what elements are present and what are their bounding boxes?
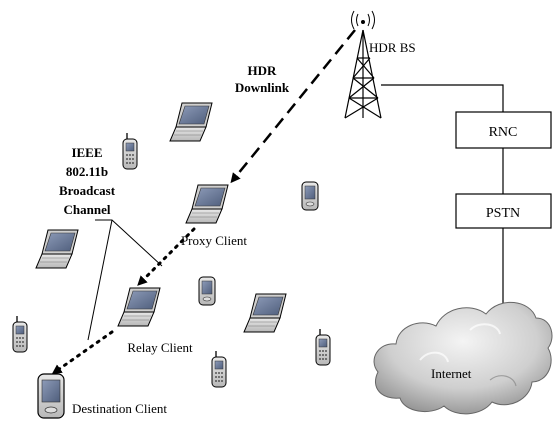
laptop-icon — [35, 229, 79, 269]
proxy-client-label: Proxy Client — [181, 233, 247, 248]
antenna-signal-icon — [351, 10, 375, 30]
backbone-links — [381, 84, 504, 305]
rnc-label: RNC — [489, 125, 518, 140]
proxy-client-laptop-icon — [185, 184, 229, 224]
hdr-bs-label: HDR BS — [369, 40, 416, 55]
ieee-label-line4: Channel — [64, 202, 111, 217]
internet-cloud-icon — [373, 301, 553, 415]
mobile-phone-icon — [12, 315, 28, 353]
hdr-downlink-label-line1: HDR — [248, 63, 278, 78]
rnc-box — [455, 111, 552, 149]
ieee-label-line3: Broadcast — [59, 183, 116, 198]
mobile-phone-icon — [315, 328, 331, 366]
mobile-phone-icon — [211, 350, 227, 388]
proxy-to-relay-arrow — [137, 227, 196, 286]
pda-icon — [198, 276, 216, 306]
hdr-base-station-tower-icon — [344, 29, 382, 119]
relay-client-label: Relay Client — [127, 340, 193, 355]
hdr-downlink-label-line2: Downlink — [235, 80, 290, 95]
destination-client-pda-icon — [37, 373, 65, 419]
ieee-label-line2: 802.11b — [66, 164, 108, 179]
relay-client-laptop-icon — [117, 287, 161, 327]
mobile-phone-icon — [122, 132, 138, 170]
ieee-label-line1: IEEE — [71, 145, 102, 160]
pstn-label: PSTN — [486, 206, 520, 221]
laptop-icon — [243, 293, 287, 333]
laptop-icon — [169, 102, 213, 142]
ieee-pointer-lines — [87, 219, 163, 341]
pstn-box — [455, 193, 552, 229]
destination-client-label: Destination Client — [72, 401, 167, 416]
relay-to-destination-arrow — [51, 330, 114, 375]
pda-icon — [301, 181, 319, 211]
internet-label: Internet — [431, 366, 472, 381]
hdr-downlink-arrow — [230, 29, 356, 184]
